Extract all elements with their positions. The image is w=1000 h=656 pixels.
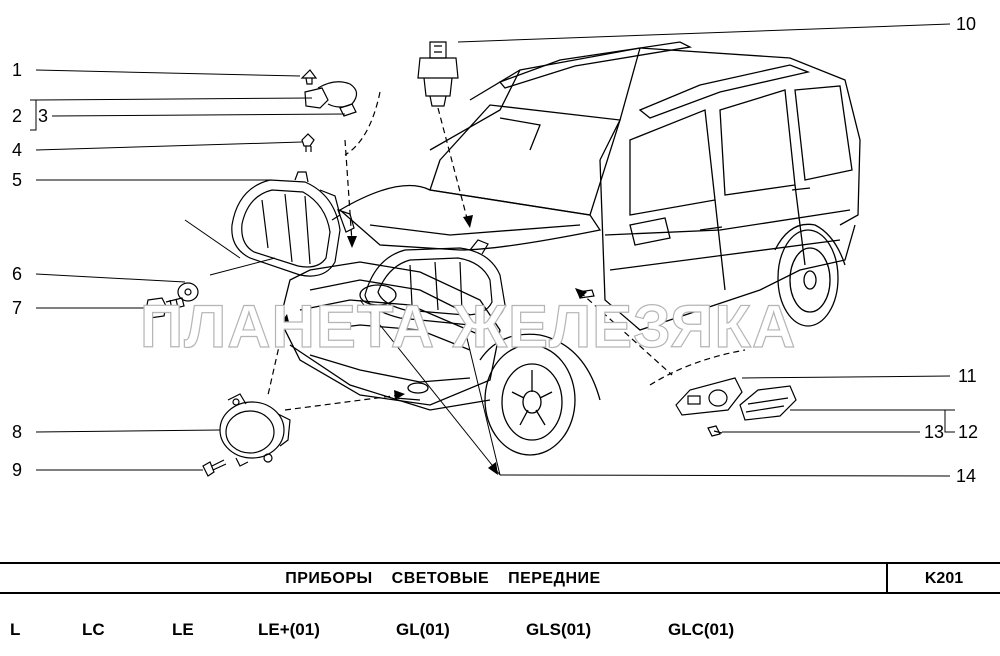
title-bar: ПРИБОРЫ СВЕТОВЫЕ ПЕРЕДНИЕ K201 bbox=[0, 562, 1000, 594]
part-switch-10 bbox=[417, 41, 459, 107]
callout-6: 6 bbox=[12, 264, 23, 284]
variant-label: GL(01) bbox=[396, 620, 450, 639]
callout-2: 2 bbox=[12, 106, 23, 126]
part-screw-9 bbox=[202, 459, 227, 477]
variant-label: LE+(01) bbox=[258, 620, 320, 639]
part-fog-lamp-8 bbox=[219, 393, 291, 467]
variant-label: LE bbox=[172, 620, 194, 639]
car-body bbox=[279, 41, 861, 456]
assembly-arrows bbox=[267, 107, 673, 411]
diagram-title: ПРИБОРЫ СВЕТОВЫЕ ПЕРЕДНИЕ bbox=[285, 570, 601, 587]
variant-label: LC bbox=[82, 620, 105, 639]
part-bulb-holder bbox=[304, 81, 358, 117]
callout-9: 9 bbox=[12, 460, 23, 480]
callout-14: 14 bbox=[956, 466, 977, 486]
part-clip-1 bbox=[300, 69, 318, 85]
arrow-heads bbox=[280, 215, 587, 475]
variant-label: GLC(01) bbox=[668, 620, 735, 639]
variant-label: L bbox=[10, 620, 21, 639]
callout-4: 4 bbox=[12, 140, 23, 160]
part-bulb-13 bbox=[707, 425, 723, 437]
callout-10: 10 bbox=[956, 14, 977, 34]
headlight-mounted bbox=[364, 239, 506, 326]
callout-3: 3 bbox=[38, 106, 49, 126]
part-washer-6 bbox=[177, 282, 199, 302]
watermark: ПЛАНЕТА ЖЕЛЕЗЯКА bbox=[139, 292, 797, 360]
title-separator bbox=[886, 564, 888, 592]
callout-5: 5 bbox=[12, 170, 23, 190]
callout-11: 11 bbox=[958, 366, 977, 386]
callout-8: 8 bbox=[12, 422, 23, 442]
part-repeater-12 bbox=[739, 385, 797, 421]
part-bolt-7 bbox=[145, 297, 185, 319]
callout-12: 12 bbox=[958, 422, 979, 442]
diagram-code: K201 bbox=[924, 570, 964, 587]
part-clip-4 bbox=[301, 133, 315, 152]
callout-7: 7 bbox=[12, 298, 23, 318]
part-headlight-5 bbox=[231, 171, 355, 277]
dashed-arc-right bbox=[649, 349, 746, 386]
dashed-arc-upper bbox=[344, 91, 381, 156]
variant-label: GLS(01) bbox=[526, 620, 592, 639]
callout-1: 1 bbox=[12, 60, 23, 80]
parts-diagram bbox=[30, 23, 955, 477]
leader-lines bbox=[30, 23, 955, 477]
callout-13: 13 bbox=[924, 422, 945, 442]
part-repeater-11 bbox=[675, 377, 743, 416]
